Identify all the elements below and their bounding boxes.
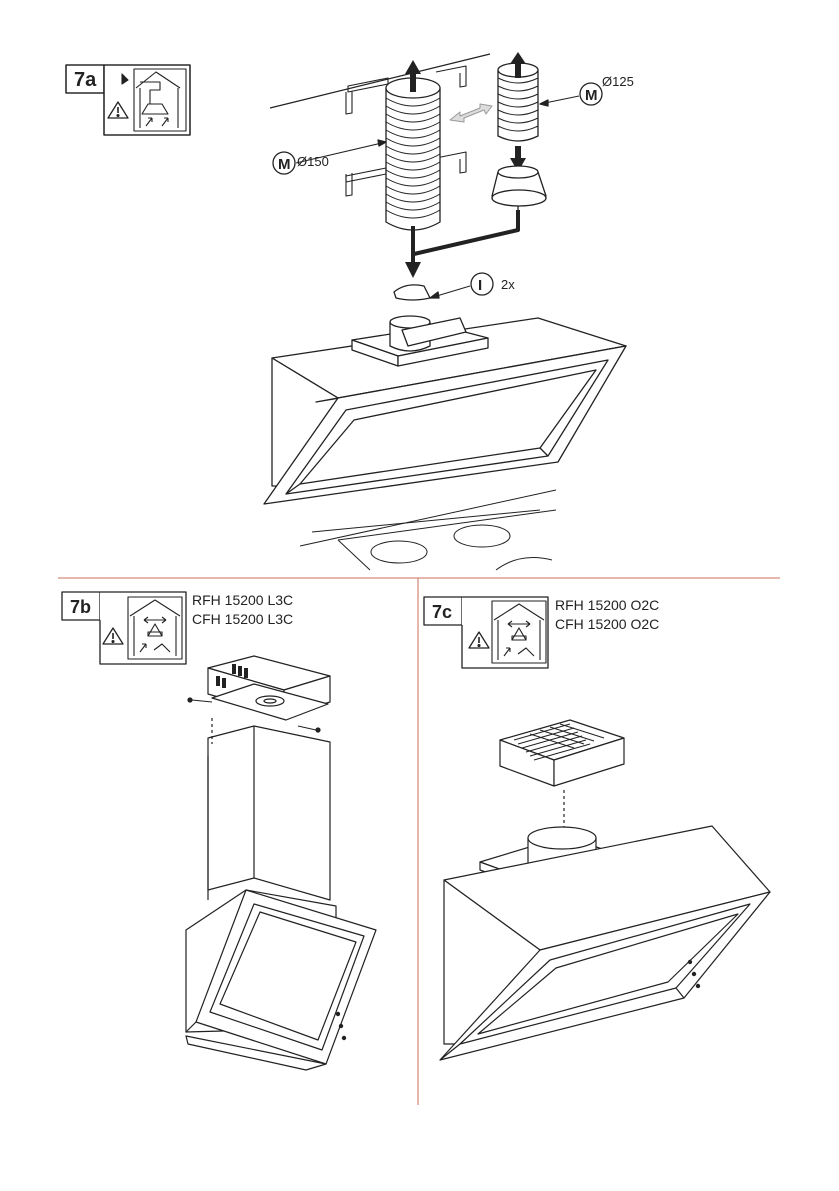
recirculation-mode-icon: [491, 600, 547, 664]
wall-line: [269, 53, 491, 109]
model-name: CFH 15200 L3C: [192, 611, 293, 627]
extraction-mode-icon: [121, 68, 187, 132]
warning-triangle-icon: [107, 101, 129, 119]
marker-M-150: M Ø150: [272, 139, 387, 175]
panel-dividers: [58, 577, 780, 1105]
cooker-hood-7b: [185, 655, 377, 1071]
svg-text:M: M: [278, 156, 291, 173]
routing-lines: [411, 210, 520, 262]
marker-M-125: M Ø125: [539, 74, 634, 107]
cooker-hood-7a: [263, 315, 627, 505]
svg-text:M: M: [585, 87, 598, 104]
model-list-7c: RFH 15200 O2C CFH 15200 O2C: [555, 597, 663, 632]
non-return-flap: [393, 284, 471, 301]
marker-I: I 2x: [470, 272, 515, 296]
swap-arrow-icon: [449, 103, 493, 123]
down-arrow-icon: [510, 146, 526, 172]
duct-tube-150: [385, 77, 441, 231]
model-list-7b: RFH 15200 L3C CFH 15200 L3C: [192, 592, 297, 627]
step-7a-label: 7a: [74, 69, 97, 91]
warning-triangle-icon: [102, 627, 124, 645]
duct-reducer: [491, 165, 547, 230]
model-name: RFH 15200 O2C: [555, 597, 659, 613]
model-name: CFH 15200 O2C: [555, 616, 659, 632]
cooker-hood-7c: [439, 719, 771, 1061]
warning-triangle-icon: [468, 631, 490, 649]
size-label-125: Ø125: [602, 74, 634, 89]
model-name: RFH 15200 L3C: [192, 592, 293, 608]
step-7c-header: [423, 596, 549, 669]
step-7a-header: [65, 64, 191, 136]
up-arrow-icon: [405, 60, 421, 92]
step-7c-label: 7c: [432, 602, 452, 622]
quantity-label: 2x: [501, 277, 515, 292]
step-7b-label: 7b: [70, 597, 91, 617]
duct-tube-125: [497, 62, 539, 142]
up-arrow-icon: [510, 52, 526, 78]
recirculation-mode-icon: [127, 596, 183, 660]
cooktop: [299, 489, 557, 571]
svg-text:I: I: [478, 277, 482, 294]
size-label-150: Ø150: [297, 154, 329, 169]
down-arrow-icon: [405, 262, 421, 278]
